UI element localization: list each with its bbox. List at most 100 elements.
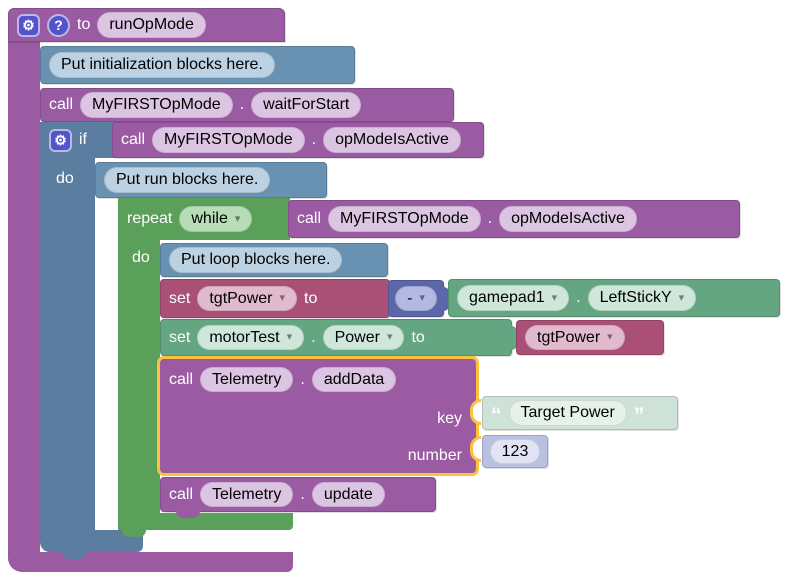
- to-label: to: [304, 289, 318, 307]
- call-label: call: [121, 131, 146, 148]
- key-label: key: [437, 410, 462, 427]
- function-block-bottom-arm[interactable]: [8, 552, 293, 572]
- repeat-do-label: do: [132, 249, 150, 266]
- function-block-header[interactable]: ⚙ ? to runOpMode: [8, 8, 285, 42]
- property-dropdown[interactable]: LeftStickY ▾: [587, 285, 697, 311]
- adddata-key-row: key: [160, 400, 476, 438]
- gear-icon: ⚙: [22, 16, 35, 33]
- object-pill: MyFIRSTOpMode: [328, 206, 481, 232]
- close-quote-icon: ”: [633, 403, 645, 427]
- device-value: motorTest: [209, 328, 280, 346]
- object-pill: Telemetry: [200, 481, 294, 508]
- method-pill: addData: [311, 366, 397, 393]
- if-do-label: do: [56, 170, 74, 187]
- chevron-down-icon: ▾: [678, 291, 685, 304]
- adddata-number-socket: [470, 436, 481, 462]
- device-dropdown[interactable]: motorTest ▾: [197, 324, 305, 351]
- comment-loop-field[interactable]: Put loop blocks here.: [169, 247, 343, 273]
- call-label: call: [169, 485, 194, 503]
- comment-run-field[interactable]: Put run blocks here.: [104, 167, 271, 193]
- repeat-label: repeat: [127, 210, 173, 227]
- call-waitforstart-block[interactable]: call MyFIRSTOpMode . waitForStart: [40, 88, 454, 122]
- adddata-key-socket: [470, 399, 481, 425]
- number-field[interactable]: 123: [489, 438, 541, 465]
- property-dropdown[interactable]: Power ▾: [322, 324, 405, 351]
- comment-init-block[interactable]: Put initialization blocks here.: [40, 46, 355, 84]
- device-value: gamepad1: [469, 289, 545, 307]
- adddata-number-row: number: [160, 438, 476, 473]
- adddata-header-row: call Telemetry . addData: [160, 359, 476, 400]
- variable-dropdown[interactable]: tgtPower ▾: [197, 285, 298, 312]
- call-label: call: [169, 370, 194, 388]
- method-pill: waitForStart: [251, 92, 362, 118]
- set-label: set: [169, 328, 191, 346]
- call-label: call: [49, 96, 74, 113]
- if-block-bottom-arm[interactable]: [40, 530, 143, 552]
- if-condition-call-block[interactable]: call MyFIRSTOpMode . opModeIsActive: [112, 122, 484, 158]
- dot-separator: .: [300, 485, 305, 503]
- update-next-connector-tab: [176, 511, 200, 518]
- set-tgtpower-block[interactable]: set tgtPower ▾ to: [160, 279, 390, 318]
- method-pill: update: [311, 481, 385, 508]
- chevron-down-icon: ▾: [286, 331, 293, 343]
- call-label: call: [297, 210, 322, 227]
- comment-run-block[interactable]: Put run blocks here.: [95, 162, 327, 198]
- property-value: LeftStickY: [599, 289, 672, 307]
- dot-separator: .: [311, 328, 316, 346]
- dot-separator: .: [300, 370, 305, 388]
- function-to-label: to: [77, 16, 91, 33]
- gamepad-block[interactable]: gamepad1 ▾ . LeftStickY ▾: [448, 279, 780, 317]
- mutator-gear-icon[interactable]: ⚙: [17, 13, 40, 37]
- number-label: number: [407, 446, 462, 464]
- object-pill: MyFIRSTOpMode: [152, 127, 305, 153]
- variable-name: tgtPower: [537, 328, 601, 346]
- negate-value-socket: [438, 287, 450, 311]
- repeat-block-bottom-arm[interactable]: [118, 513, 293, 530]
- set-label: set: [169, 289, 191, 307]
- while-condition-call-block[interactable]: call MyFIRSTOpMode . opModeIsActive: [288, 200, 740, 238]
- method-pill: opModeIsActive: [323, 127, 461, 153]
- operator-value: -: [407, 289, 413, 307]
- number-shadow-block[interactable]: 123: [482, 435, 548, 468]
- chevron-down-icon: ▾: [234, 212, 241, 225]
- dot-separator: .: [576, 289, 581, 306]
- text-field[interactable]: Target Power: [508, 400, 627, 426]
- telemetry-adddata-block[interactable]: call Telemetry . addData key number: [157, 356, 479, 476]
- variable-dropdown[interactable]: tgtPower ▾: [525, 324, 625, 351]
- set-motor-power-block[interactable]: set motorTest ▾ . Power ▾ to: [160, 319, 512, 356]
- comment-loop-block[interactable]: Put loop blocks here.: [160, 243, 388, 277]
- chevron-down-icon: ▾: [386, 331, 393, 343]
- variable-name: tgtPower: [209, 289, 273, 307]
- repeat-mode-dropdown[interactable]: while ▾: [179, 206, 253, 232]
- chevron-down-icon: ▾: [419, 292, 425, 304]
- method-pill: opModeIsActive: [499, 206, 637, 232]
- object-pill: MyFIRSTOpMode: [80, 92, 233, 118]
- device-dropdown[interactable]: gamepad1 ▾: [457, 285, 570, 311]
- chevron-down-icon: ▾: [279, 292, 286, 304]
- operator-dropdown[interactable]: - ▾: [395, 285, 437, 312]
- if-block-header[interactable]: ⚙ if: [40, 122, 118, 158]
- if-next-connector-tab: [62, 552, 86, 559]
- comment-init-field[interactable]: Put initialization blocks here.: [49, 52, 275, 78]
- tgtpower-getter-block[interactable]: tgtPower ▾: [516, 320, 664, 355]
- repeat-block-spine[interactable]: [118, 198, 160, 530]
- to-label: to: [411, 328, 425, 346]
- text-shadow-block[interactable]: “ Target Power ”: [482, 396, 678, 430]
- open-quote-icon: “: [491, 403, 502, 427]
- negate-block[interactable]: - ▾: [388, 280, 444, 317]
- set-motor-value-socket: [506, 326, 518, 350]
- chevron-down-icon: ▾: [551, 291, 558, 304]
- dot-separator: .: [239, 96, 245, 113]
- telemetry-update-block[interactable]: call Telemetry . update: [160, 477, 436, 512]
- property-value: Power: [334, 328, 380, 346]
- function-name-field[interactable]: runOpMode: [97, 12, 206, 38]
- repeat-mode-value: while: [191, 210, 228, 228]
- repeat-block-header[interactable]: repeat while ▾: [118, 198, 290, 240]
- repeat-next-connector-tab: [122, 530, 146, 537]
- function-block-spine[interactable]: [8, 42, 40, 552]
- if-block-spine[interactable]: [40, 122, 95, 530]
- chevron-down-icon: ▾: [607, 331, 613, 343]
- if-mutator-gear-icon[interactable]: ⚙: [49, 128, 72, 152]
- help-icon[interactable]: ?: [47, 13, 70, 37]
